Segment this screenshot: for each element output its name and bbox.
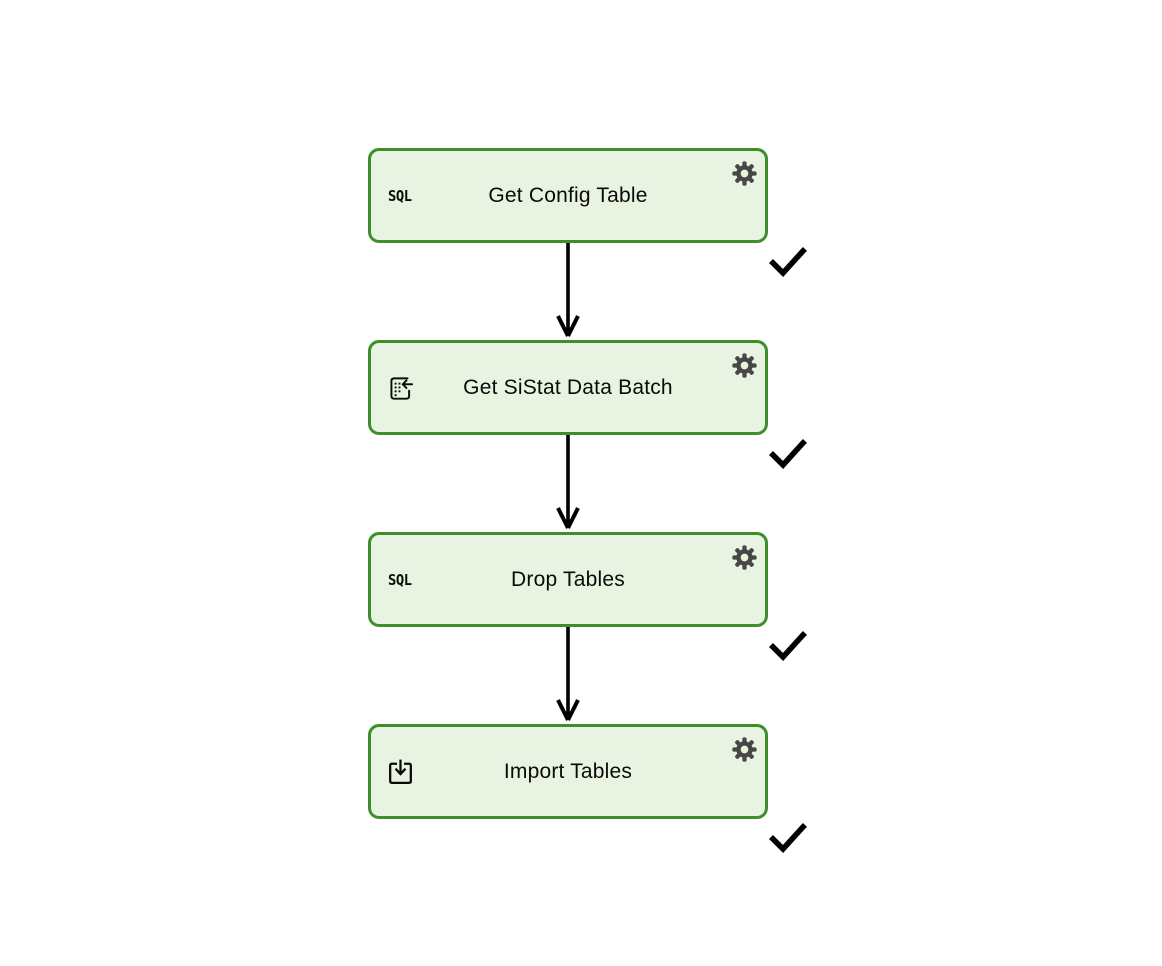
node-label: Import Tables	[503, 759, 633, 783]
node-label: Get SiStat Data Batch	[463, 375, 673, 399]
gear-icon[interactable]	[731, 160, 758, 187]
connector-arrow	[556, 243, 580, 337]
success-check-icon	[769, 439, 807, 470]
sql-icon: SQL	[388, 570, 412, 589]
connector-arrow	[556, 435, 580, 529]
sql-icon: SQL	[388, 186, 412, 205]
node-get-config-table[interactable]: SQL Get Config Table	[368, 148, 768, 243]
connector-arrow	[556, 627, 580, 721]
node-get-sistat-data-batch[interactable]: Get SiStat Data Batch	[368, 340, 768, 435]
success-check-icon	[769, 247, 807, 278]
success-check-icon	[769, 823, 807, 854]
download-icon	[389, 759, 412, 784]
node-label: Drop Tables	[511, 567, 625, 591]
node-drop-tables[interactable]: SQL Drop Tables	[368, 532, 768, 627]
success-check-icon	[769, 631, 807, 662]
node-import-tables[interactable]: Import Tables	[368, 724, 768, 819]
node-label: Get Config Table	[488, 183, 648, 207]
gear-icon[interactable]	[731, 544, 758, 571]
gear-icon[interactable]	[731, 736, 758, 763]
table-import-icon	[390, 376, 413, 400]
gear-icon[interactable]	[731, 352, 758, 379]
